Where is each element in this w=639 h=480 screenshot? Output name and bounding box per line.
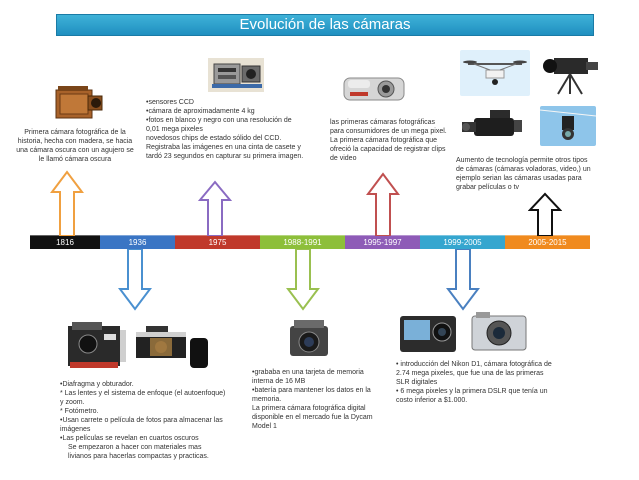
note-1936-line: * Fotómetro. bbox=[60, 408, 99, 415]
note-1975-line: •sensores CCD bbox=[146, 99, 194, 106]
note-1975-line: novedosos chips de estado sólido del CCD… bbox=[146, 135, 304, 160]
timeline-segment-1816: 1816 bbox=[30, 235, 100, 249]
up-arrow-1975 bbox=[198, 180, 232, 236]
timeline-segment-1936: 1936 bbox=[100, 235, 175, 249]
film-camera-rig-image bbox=[540, 50, 608, 96]
timeline-label: 1999-2005 bbox=[443, 238, 482, 247]
note-1988-line: •grababa en una tarjeta de memoria inter… bbox=[252, 369, 364, 385]
note-1999-line: • introducción del Nikon D1, cámara foto… bbox=[396, 361, 552, 386]
note-1936-line: * Las lentes y el sistema de enfoque (el… bbox=[60, 390, 226, 406]
page-title: Evolución de las cámaras bbox=[56, 14, 594, 36]
film-slr-camera-image bbox=[132, 322, 212, 374]
polaroid-camera-image bbox=[64, 318, 130, 374]
up-arrow-1816 bbox=[50, 170, 84, 236]
note-1936-line: Se empezaron a hacer con materiales mas … bbox=[68, 444, 209, 460]
down-arrow-1936 bbox=[118, 249, 152, 311]
note-1936-line: •Las películas se revelan en cuartos osc… bbox=[60, 435, 199, 442]
note-1936-line: •Usan carrete o película de fotos para a… bbox=[60, 417, 223, 433]
note-1999-line: • 6 mega pixeles y la primera DSLR que t… bbox=[396, 388, 548, 404]
note-1936-line: •Diafragma y obturador. bbox=[60, 381, 134, 388]
down-arrow-1999 bbox=[446, 249, 480, 311]
timeline-segment-1995-1997: 1995-1997 bbox=[345, 235, 420, 249]
dycam-model-1-image bbox=[286, 316, 332, 362]
note-1988-1991: •grababa en una tarjeta de memoria inter… bbox=[252, 368, 376, 431]
note-1816-text: Primera cámara fotográfica de la histori… bbox=[16, 129, 134, 163]
note-1975-line: •cámara de aproximadamente 4 kg bbox=[146, 108, 255, 115]
note-1988-line: •batería para mantener los datos en la m… bbox=[252, 387, 371, 403]
note-1936: •Diafragma y obturador. * Las lentes y e… bbox=[60, 380, 226, 461]
note-1999-2005: • introducción del Nikon D1, cámara foto… bbox=[396, 360, 554, 405]
note-1975: •sensores CCD •cámara de aproximadamente… bbox=[146, 98, 306, 161]
timeline-label: 2005-2015 bbox=[528, 238, 567, 247]
megapixel-camera-image bbox=[340, 70, 408, 104]
note-1975-line: •fotos en blanco y negro con una resoluc… bbox=[146, 117, 292, 133]
timeline-label: 1816 bbox=[56, 238, 74, 247]
drone-camera-image bbox=[460, 50, 530, 96]
note-2005-2015: Aumento de tecnología permite otros tipo… bbox=[456, 156, 596, 192]
ccd-prototype-camera-image bbox=[206, 56, 266, 94]
timeline-label: 1995-1997 bbox=[363, 238, 402, 247]
timeline-segment-2005-2015: 2005-2015 bbox=[505, 235, 590, 249]
video-camera-image bbox=[460, 106, 528, 146]
timeline-segment-1975: 1975 bbox=[175, 235, 260, 249]
timeline-label: 1936 bbox=[128, 238, 147, 247]
up-arrow-2005 bbox=[528, 192, 562, 236]
note-2005-text: Aumento de tecnología permite otros tipo… bbox=[456, 157, 591, 191]
timeline-label: 1988-1991 bbox=[283, 238, 322, 247]
nikon-d1-image bbox=[396, 310, 460, 356]
timeline-segment-1999-2005: 1999-2005 bbox=[420, 235, 505, 249]
down-arrow-1988 bbox=[286, 249, 320, 311]
up-arrow-1995 bbox=[366, 172, 400, 236]
timeline-segment-1988-1991: 1988-1991 bbox=[260, 235, 345, 249]
note-1995-text: las primeras cámaras fotográficas para c… bbox=[330, 119, 447, 162]
timeline-label: 1975 bbox=[208, 238, 227, 247]
note-1995-1997: las primeras cámaras fotográficas para c… bbox=[330, 118, 448, 163]
timeline-bar: 1816 1936 1975 1988-1991 1995-1997 1999-… bbox=[30, 235, 590, 249]
compact-dslr-image bbox=[468, 308, 530, 356]
note-1816: Primera cámara fotográfica de la histori… bbox=[14, 128, 136, 164]
note-1988-line: La primera cámara fotográfica digital di… bbox=[252, 405, 373, 430]
aerial-cable-camera-image bbox=[539, 106, 597, 146]
wooden-camera-image bbox=[50, 82, 106, 122]
